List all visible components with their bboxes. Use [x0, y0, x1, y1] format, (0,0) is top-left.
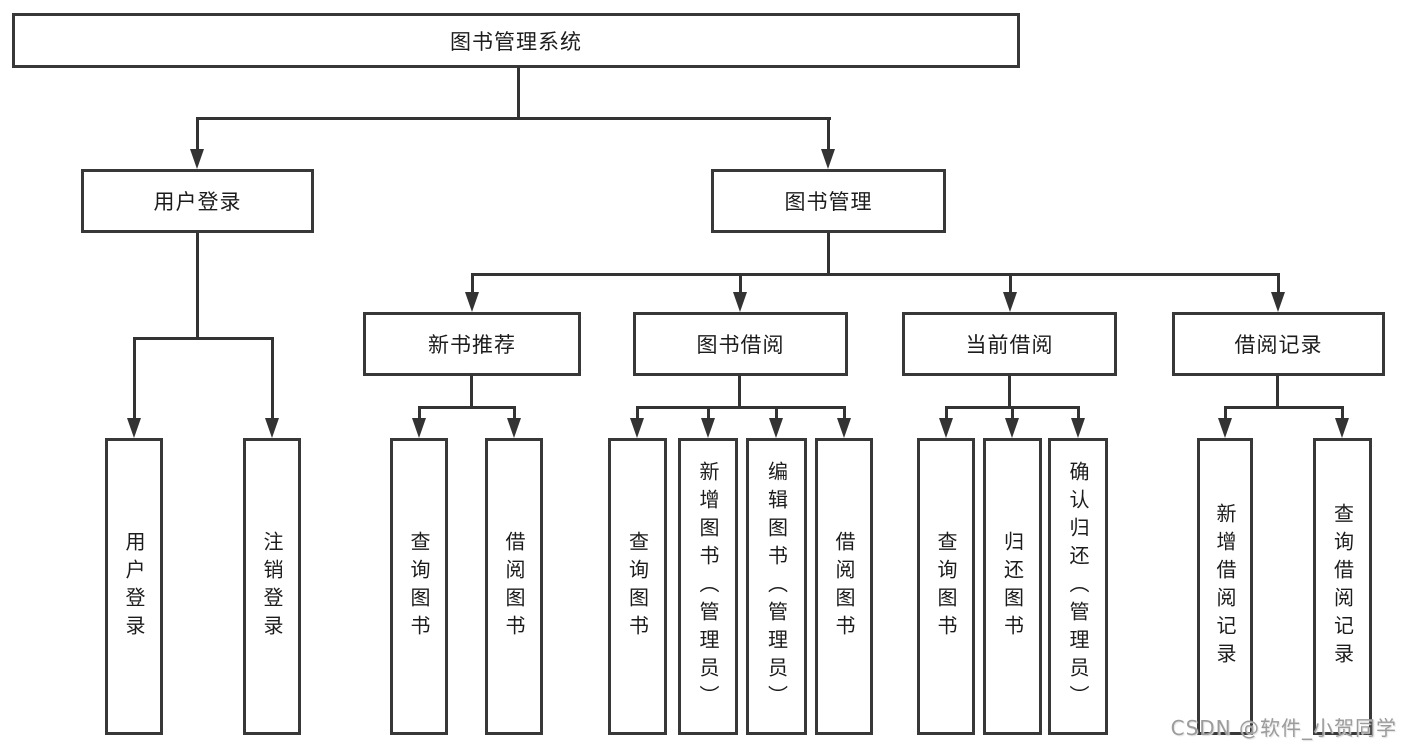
- connector-line: [827, 233, 830, 275]
- arrowhead-icon: [939, 418, 953, 438]
- arrowhead-icon: [190, 149, 204, 169]
- connector-line: [1011, 406, 1014, 420]
- connector-line: [945, 406, 948, 420]
- arrowhead-icon: [1005, 418, 1019, 438]
- leaf-newrec-borrow-books: 借阅图书: [485, 438, 543, 735]
- arrowhead-icon: [1271, 292, 1285, 312]
- connector-line: [513, 406, 516, 420]
- connector-line: [707, 406, 710, 420]
- arrowhead-icon: [1003, 292, 1017, 312]
- arrowhead-icon: [821, 149, 835, 169]
- connector-line: [1341, 406, 1344, 420]
- leaf-current-query-books: 查询图书: [917, 438, 975, 735]
- connector-line: [1009, 273, 1012, 295]
- connector-line: [418, 406, 421, 420]
- arrowhead-icon: [701, 418, 715, 438]
- arrowhead-icon: [1335, 418, 1349, 438]
- leaf-borrow-borrow-books: 借阅图书: [815, 438, 873, 735]
- connector-line: [196, 117, 199, 151]
- leaf-query-borrow-record: 查询借阅记录: [1313, 438, 1372, 735]
- leaf-user-login: 用户登录: [105, 438, 163, 735]
- node-book-management: 图书管理: [711, 169, 946, 233]
- connector-line: [133, 337, 136, 421]
- connector-line: [471, 273, 1280, 276]
- arrowhead-icon: [1218, 418, 1232, 438]
- leaf-return-books: 归还图书: [983, 438, 1042, 735]
- leaf-edit-books-admin: 编辑图书（管理员）: [746, 438, 807, 735]
- connector-line: [196, 233, 199, 339]
- node-borrow-records: 借阅记录: [1172, 312, 1385, 376]
- arrowhead-icon: [769, 418, 783, 438]
- csdn-watermark: CSDN @软件_小贺同学: [1170, 716, 1397, 740]
- connector-line: [196, 117, 831, 120]
- leaf-confirm-return-admin: 确认归还（管理员）: [1048, 438, 1108, 735]
- leaf-logout-login: 注销登录: [243, 438, 301, 735]
- connector-line: [1277, 273, 1280, 295]
- connector-line: [1077, 406, 1080, 420]
- connector-line: [636, 406, 639, 420]
- arrowhead-icon: [412, 418, 426, 438]
- node-root: 图书管理系统: [12, 13, 1020, 68]
- connector-line: [1276, 375, 1279, 408]
- node-book-borrow: 图书借阅: [633, 312, 848, 376]
- connector-line: [271, 337, 274, 421]
- connector-line: [133, 337, 274, 340]
- leaf-newrec-query-books: 查询图书: [390, 438, 448, 735]
- arrowhead-icon: [1071, 418, 1085, 438]
- connector-line: [1008, 375, 1011, 408]
- node-current-borrow: 当前借阅: [902, 312, 1117, 376]
- leaf-add-borrow-record: 新增借阅记录: [1197, 438, 1253, 735]
- arrowhead-icon: [507, 418, 521, 438]
- node-user-login: 用户登录: [81, 169, 314, 233]
- connector-line: [1224, 406, 1227, 420]
- connector-line: [775, 406, 778, 420]
- connector-line: [1224, 406, 1344, 409]
- leaf-borrow-query-books: 查询图书: [608, 438, 667, 735]
- connector-line: [470, 375, 473, 408]
- connector-line: [738, 375, 741, 408]
- connector-line: [418, 406, 516, 409]
- connector-line: [827, 117, 830, 151]
- arrowhead-icon: [837, 418, 851, 438]
- connector-line: [843, 406, 846, 420]
- arrowhead-icon: [465, 292, 479, 312]
- connector-line: [739, 273, 742, 295]
- arrowhead-icon: [630, 418, 644, 438]
- arrowhead-icon: [127, 418, 141, 438]
- connector-line: [471, 273, 474, 295]
- node-new-book-recommend: 新书推荐: [363, 312, 581, 376]
- arrowhead-icon: [733, 292, 747, 312]
- leaf-add-books-admin: 新增图书（管理员）: [678, 438, 738, 735]
- connector-line: [517, 66, 520, 119]
- connector-line: [636, 406, 846, 409]
- arrowhead-icon: [265, 418, 279, 438]
